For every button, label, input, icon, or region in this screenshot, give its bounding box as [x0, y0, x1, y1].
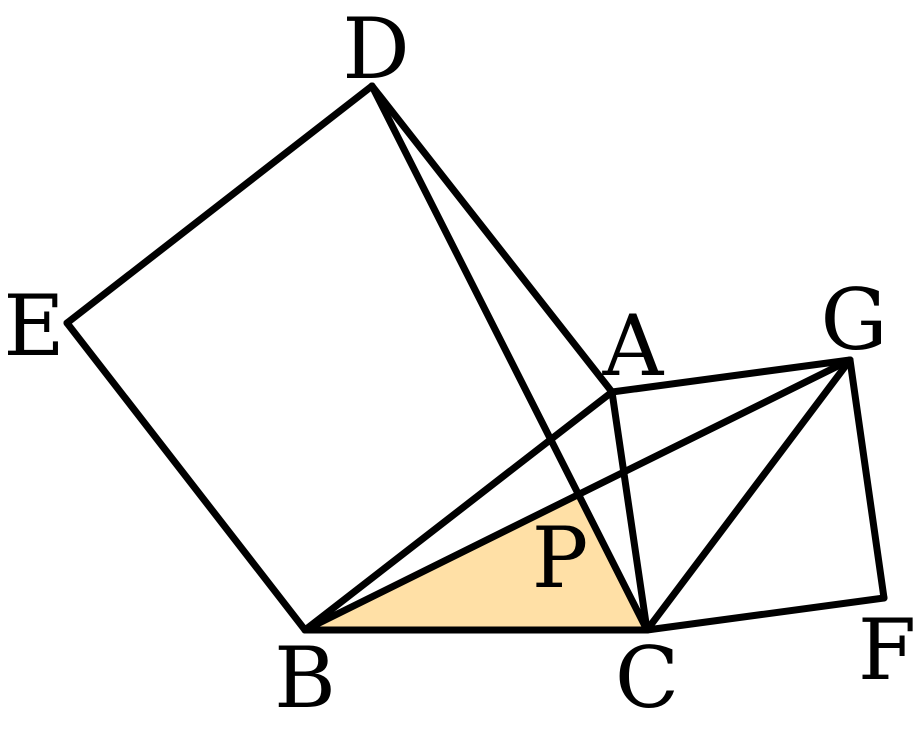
segment-be — [63, 319, 309, 634]
label-point-p: P — [532, 509, 589, 607]
segment-fc — [643, 594, 888, 634]
label-point-f: F — [858, 601, 916, 699]
segment-ag — [608, 356, 854, 396]
label-point-b: B — [274, 629, 336, 727]
highlighted-triangle-bpc — [305, 497, 647, 630]
segment-ed — [63, 82, 376, 327]
segment-ca — [608, 388, 651, 634]
label-point-e: E — [3, 277, 64, 375]
label-point-c: C — [615, 629, 679, 727]
segment-ab — [301, 388, 616, 634]
segment-cg — [643, 356, 854, 634]
label-point-g: G — [820, 271, 887, 369]
segment-gf — [846, 356, 888, 602]
segment-dc — [368, 82, 651, 634]
label-point-d: D — [342, 0, 409, 98]
segment-bg — [301, 356, 854, 634]
segment-da — [368, 82, 616, 396]
label-point-a: A — [602, 297, 665, 395]
